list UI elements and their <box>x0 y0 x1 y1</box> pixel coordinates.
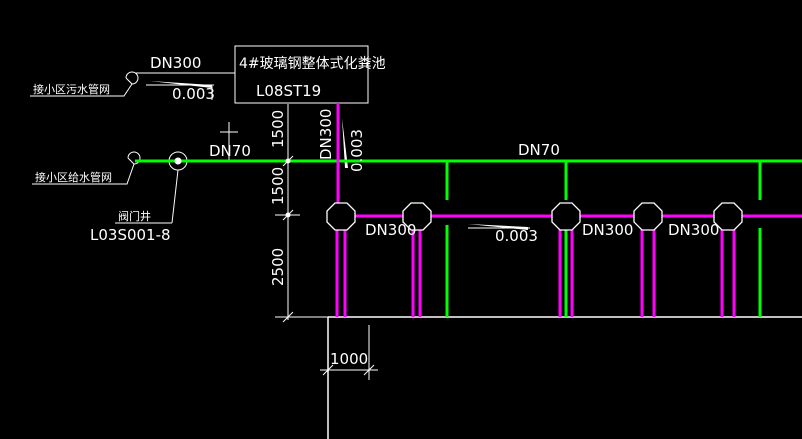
dim-1500-a: 1500 <box>269 110 287 148</box>
chamber-3 <box>551 202 581 231</box>
dimension-lines <box>275 104 378 380</box>
inspection-chambers <box>326 202 743 231</box>
sewer-leader <box>30 71 235 97</box>
dim-1500-b: 1500 <box>269 167 287 205</box>
tank-title: 4#玻璃钢整体式化粪池 <box>239 55 386 72</box>
chamber-2 <box>402 202 432 231</box>
tank-box <box>234 45 369 104</box>
branch-dn-1: DN300 <box>365 221 416 239</box>
chamber-1 <box>326 202 356 231</box>
valve-well-label: 阀门井 <box>118 209 151 223</box>
water-pipes <box>135 159 802 317</box>
vertical-slope-label: 0.003 <box>348 129 366 172</box>
water-leader <box>32 151 141 185</box>
vertical-dn-label: DN300 <box>317 109 335 160</box>
junction-dot-2 <box>285 212 291 218</box>
valve-well-icon <box>174 157 182 165</box>
branch-dn-2: DN300 <box>582 221 633 239</box>
branch-slope-label: 0.003 <box>495 227 538 245</box>
water-dn-main-label: DN70 <box>518 141 560 159</box>
slope-leaders <box>146 84 530 229</box>
chamber-4 <box>633 202 663 231</box>
chamber-5 <box>713 202 743 231</box>
branch-dn-3: DN300 <box>668 221 719 239</box>
sewer-slope-label: 0.003 <box>172 85 215 103</box>
break-mark <box>220 122 238 160</box>
sewer-dn-label: DN300 <box>150 54 201 72</box>
junction-dot-1 <box>285 158 291 164</box>
dim-1000: 1000 <box>330 350 368 368</box>
tank-code: L08ST19 <box>256 82 321 100</box>
sewer-connect-label: 接小区污水管网 <box>33 82 110 96</box>
building-outline <box>327 316 802 439</box>
water-connect-label: 接小区给水管网 <box>35 170 112 184</box>
valve-code-label: L03S001-8 <box>90 226 171 244</box>
dim-2500: 2500 <box>269 248 287 286</box>
water-dn-left-label: DN70 <box>209 142 251 160</box>
